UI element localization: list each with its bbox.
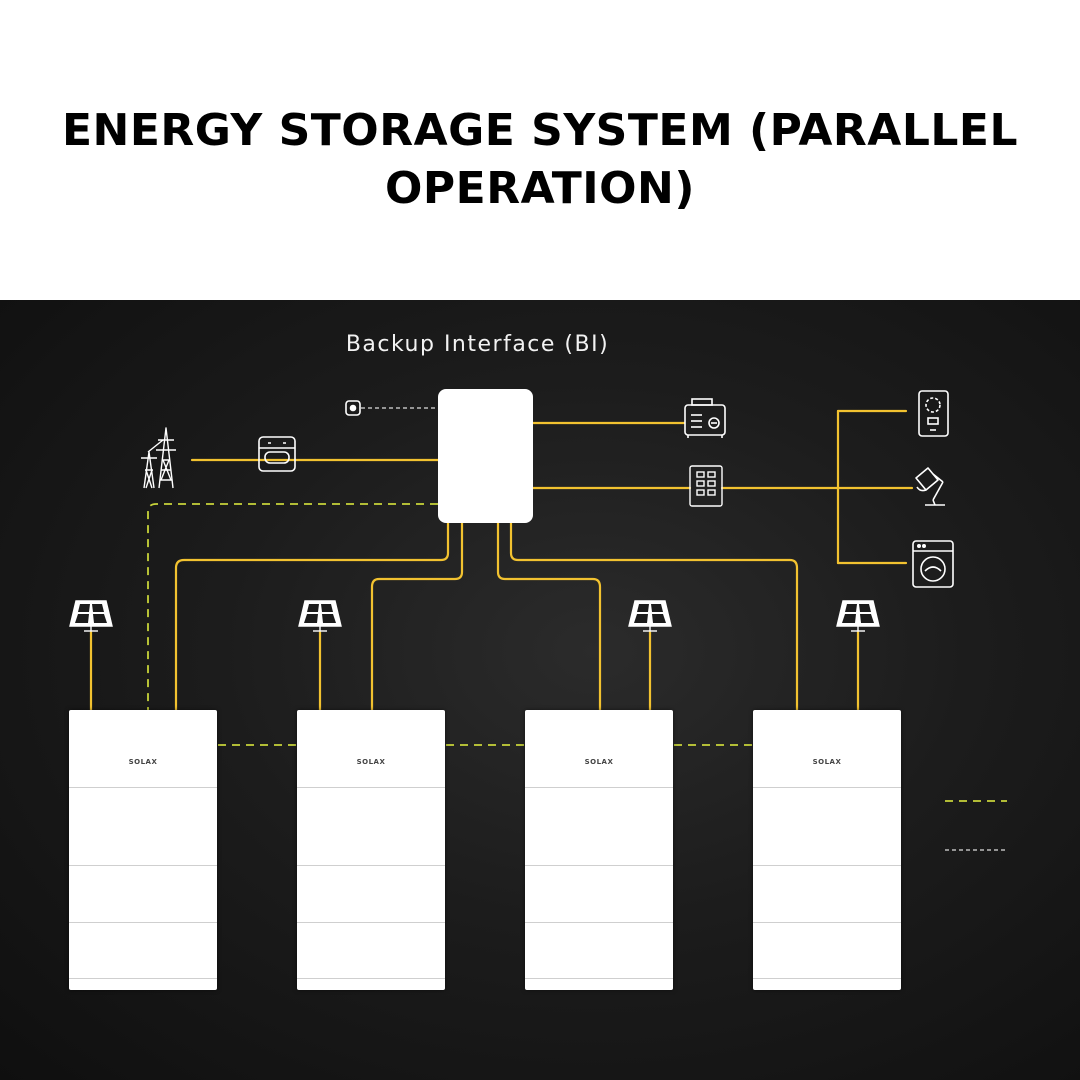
smart-panel-icon: [918, 390, 949, 437]
battery-brand-logo: SOLAX: [584, 758, 614, 766]
backup-interface-label: Backup Interface (BI): [345, 332, 610, 357]
battery-unit-3: SOLAX: [525, 710, 673, 990]
transmission-tower-icon: [141, 427, 176, 489]
bi-battery-2-line: [370, 521, 464, 712]
battery-brand-logo: SOLAX: [356, 758, 386, 766]
ct-sensor-icon: [345, 400, 361, 416]
bi-battery-1-line: [174, 521, 450, 712]
distribution-board-icon: [689, 465, 723, 507]
page-title: ENERGY STORAGE SYSTEM (PARALLEL OPERATIO…: [61, 105, 1019, 214]
comm-bi-battery-line: [147, 503, 438, 710]
battery-brand-logo: SOLAX: [128, 758, 158, 766]
backup-interface-box: [438, 389, 533, 523]
battery-brand-logo: SOLAX: [812, 758, 842, 766]
solar-panel-icon: [836, 600, 880, 632]
title-area: ENERGY STORAGE SYSTEM (PARALLEL OPERATIO…: [0, 0, 1080, 300]
desk-lamp-icon: [915, 467, 945, 506]
bi-battery-4-line: [509, 521, 799, 712]
energy-meter-icon: [258, 436, 296, 472]
solar-panel-icon: [298, 600, 342, 632]
solar-panel-icon: [69, 600, 113, 632]
solar-panel-icon: [628, 600, 672, 632]
generator-icon: [684, 398, 726, 438]
washing-machine-icon: [912, 540, 954, 588]
battery-unit-1: SOLAX: [69, 710, 217, 990]
battery-unit-2: SOLAX: [297, 710, 445, 990]
bi-battery-3-line: [496, 521, 602, 712]
battery-unit-4: SOLAX: [753, 710, 901, 990]
